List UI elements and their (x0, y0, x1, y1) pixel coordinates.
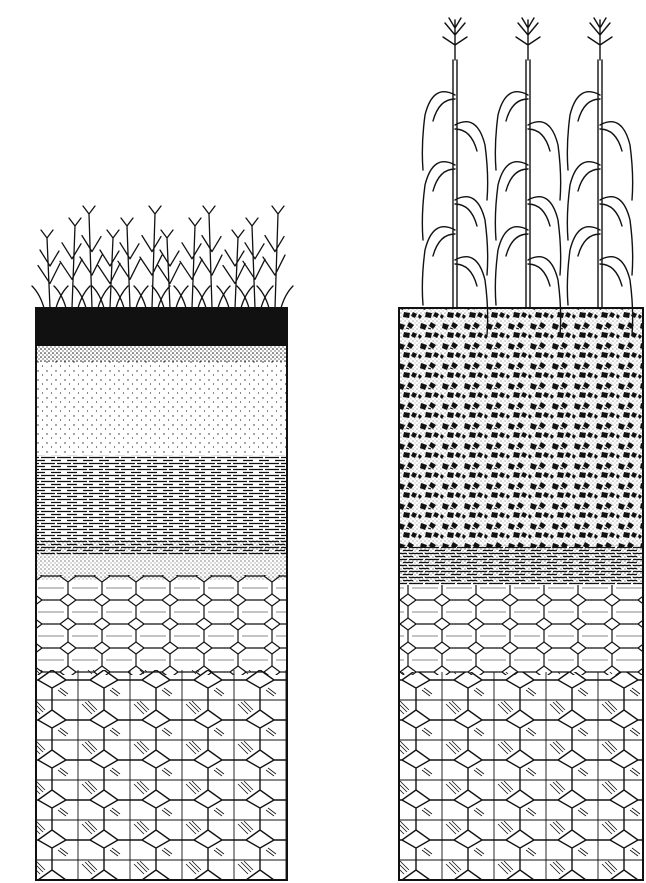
soil-profile-left (36, 308, 287, 880)
soil-profile-right (399, 308, 643, 880)
grass-plant (194, 206, 230, 308)
grass-plant (257, 206, 293, 308)
horizon-parent-rock (36, 670, 287, 880)
horizon-leached-sand (36, 360, 287, 455)
grass-plant (32, 230, 68, 308)
horizon-blocky-subsoil (36, 575, 287, 675)
corn-plant (495, 18, 560, 335)
corn-vegetation (422, 18, 632, 335)
grass-vegetation (32, 206, 293, 308)
corn-plant (422, 18, 487, 335)
corn-plant (567, 18, 632, 335)
horizon-blocky-subsoil (399, 672, 643, 880)
